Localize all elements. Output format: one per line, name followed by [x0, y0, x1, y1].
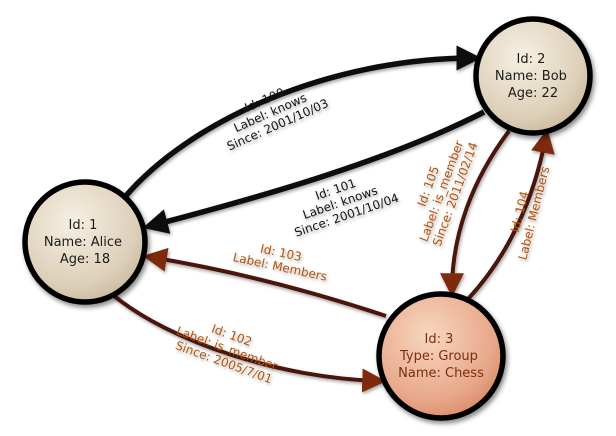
edge-member-105-line[interactable]	[440, 129, 511, 298]
nodes-layer: Id: 1 Name: Alice Age: 18 Id: 2 Name: Bo…	[22, 16, 593, 421]
label-line: Type: Group	[399, 349, 478, 364]
edge-member-102-label: Id: 102 Label: is_member Since: 2005/7/0…	[170, 311, 288, 388]
edge-members-103[interactable]: Id: 103 Label: Members	[142, 236, 387, 318]
edge-knows-100-line[interactable]	[121, 45, 482, 200]
node-bob-label: Id: 2 Name: Bob Age: 22	[495, 52, 571, 101]
label-line: Name: Alice	[44, 235, 122, 250]
label-line: Id: 3	[424, 332, 453, 347]
edge-knows-100[interactable]: Id: 100 Label: knows Since: 2001/10/03	[121, 45, 482, 200]
label-line: Id: 2	[516, 52, 545, 67]
label-line: Age: 22	[508, 86, 558, 101]
edge-member-102[interactable]: Id: 102 Label: is_member Since: 2005/7/0…	[111, 293, 387, 393]
label-line: Age: 18	[60, 252, 110, 267]
edge-members-104[interactable]: Id: 104 Label: Members	[466, 128, 555, 301]
edge-member-102-line[interactable]	[111, 293, 387, 393]
node-bob[interactable]: Id: 2 Name: Bob Age: 22	[473, 16, 593, 136]
edge-members-104-line[interactable]	[466, 128, 555, 301]
node-group[interactable]: Id: 3 Type: Group Name: Chess	[376, 291, 506, 421]
node-group-circle[interactable]	[376, 291, 506, 421]
node-group-label: Id: 3 Type: Group Name: Chess	[398, 332, 484, 381]
node-alice[interactable]: Id: 1 Name: Alice Age: 18	[22, 179, 148, 305]
edge-members-104-label: Id: 104 Label: Members	[502, 162, 552, 262]
edge-knows-101-line[interactable]	[142, 109, 486, 234]
edge-members-103-line[interactable]	[142, 247, 387, 318]
node-alice-label: Id: 1 Name: Alice Age: 18	[44, 218, 126, 267]
node-bob-circle[interactable]	[473, 16, 593, 136]
label-line: Name: Chess	[398, 366, 484, 381]
edge-knows-101-label: Id: 101 Label: knows Since: 2001/10/04	[283, 164, 400, 239]
node-alice-circle[interactable]	[22, 179, 148, 305]
label-line: Id: 1	[68, 218, 97, 233]
label-line: Name: Bob	[495, 69, 567, 84]
edge-member-105-label: Id: 105 Label: is_member Since: 2011/02/…	[404, 130, 481, 248]
